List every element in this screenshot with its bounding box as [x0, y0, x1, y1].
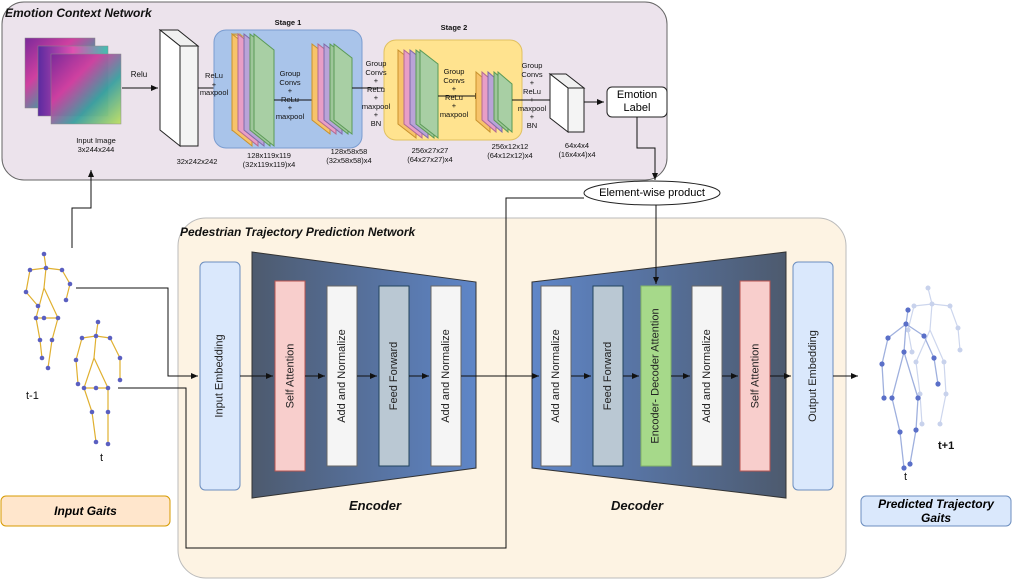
- encoder-self-attention-label: Self Attention: [284, 343, 297, 409]
- relu-label: Relu: [130, 70, 148, 79]
- stage2-conv-stack-a: [397, 48, 439, 140]
- dims-stage1-a: 128x119x119(32x119x119)x4: [242, 151, 296, 169]
- input-embedding-label: Input Embedding: [214, 334, 227, 418]
- output-embedding-label: Output Embedding: [807, 330, 820, 422]
- stage1-label: Stage 1: [274, 18, 302, 27]
- predicted-label-t-plus-1: t+1: [938, 440, 955, 452]
- encoder-add-normalize-2: [430, 285, 462, 467]
- emotion-network-title: Emotion Context Network: [5, 6, 153, 20]
- stage2-label: Stage 2: [440, 23, 468, 32]
- stage1-conv-stack-b: [311, 42, 353, 136]
- predicted-label-t: t: [904, 471, 908, 483]
- dims-stage1-b: 128x58x58(32x58x58)x4: [326, 147, 372, 165]
- encoder-add-normalize-2-label: Add and Normalize: [440, 329, 452, 423]
- trajectory-network-title: Pedestrian Trajectory Prediction Network: [180, 225, 417, 239]
- stage2-conv-stack-b: [475, 70, 513, 134]
- dims-conv1: 32x242x242: [176, 157, 218, 166]
- gait-label-t: t: [100, 452, 104, 464]
- decoder-self-attention-label: Self Attention: [749, 343, 762, 409]
- encoder-add-normalize-1-label: Add and Normalize: [336, 329, 348, 423]
- dims-stage2-a: 256x27x27(64x27x27)x4: [407, 146, 453, 164]
- input-gaits-box: [0, 495, 171, 527]
- decoder-feed-forward-label: Feed Forward: [602, 341, 615, 411]
- decoder-add-normalize-2-label: Add and Normalize: [701, 329, 713, 423]
- dims-final: 64x4x4(16x4x4)x4: [558, 141, 596, 159]
- decoder-enc-dec-attention-label: Encoder- Decoder Attention: [650, 308, 663, 444]
- input-skeleton-t: [75, 321, 121, 444]
- stage1-conv-stack-a-layers: [231, 32, 275, 148]
- encoder-add-normalize-1: [326, 285, 358, 467]
- encoder-self-attention: [274, 280, 306, 472]
- gait-label-t-minus-1: t-1: [26, 390, 39, 402]
- decoder-self-attention: [739, 280, 771, 472]
- encoder-feed-forward: [378, 285, 410, 467]
- decoder-title: Decoder: [610, 498, 664, 513]
- relu-maxpool-label-1: ReLu+maxpool: [199, 71, 229, 97]
- predicted-skeleton-t-joints: [879, 307, 941, 471]
- encoder-trapezoid: [251, 251, 477, 499]
- elementwise-product-label: Element-wise product: [599, 187, 705, 199]
- elementwise-product-node: [583, 180, 721, 206]
- input-skeleton-t-joints: [73, 319, 123, 447]
- conv-block-final: [548, 72, 586, 134]
- encoder-title: Encoder: [348, 498, 401, 513]
- decoder-add-normalize-1: [540, 285, 572, 467]
- predicted-skeleton-t-plus-1-joints: [905, 285, 963, 427]
- encoder-feed-forward-label: Feed Forward: [388, 341, 401, 411]
- predicted-skeleton-t: [881, 309, 939, 469]
- input-image-stack: [24, 37, 122, 125]
- decoder-enc-dec-attention: [640, 285, 672, 467]
- predicted-gaits-box: [860, 495, 1012, 527]
- input-skeleton-t-minus-1-joints: [23, 251, 73, 371]
- predicted-gaits-label: Predicted Trajectory Gaits: [878, 497, 994, 525]
- conv-block-1: [158, 28, 200, 148]
- dims-stage2-b: 256x12x12(64x12x12)x4: [487, 142, 533, 160]
- input-gaits-label: Input Gaits: [54, 504, 117, 518]
- decoder-feed-forward: [592, 285, 624, 467]
- decoder-add-normalize-1-label: Add and Normalize: [550, 329, 562, 423]
